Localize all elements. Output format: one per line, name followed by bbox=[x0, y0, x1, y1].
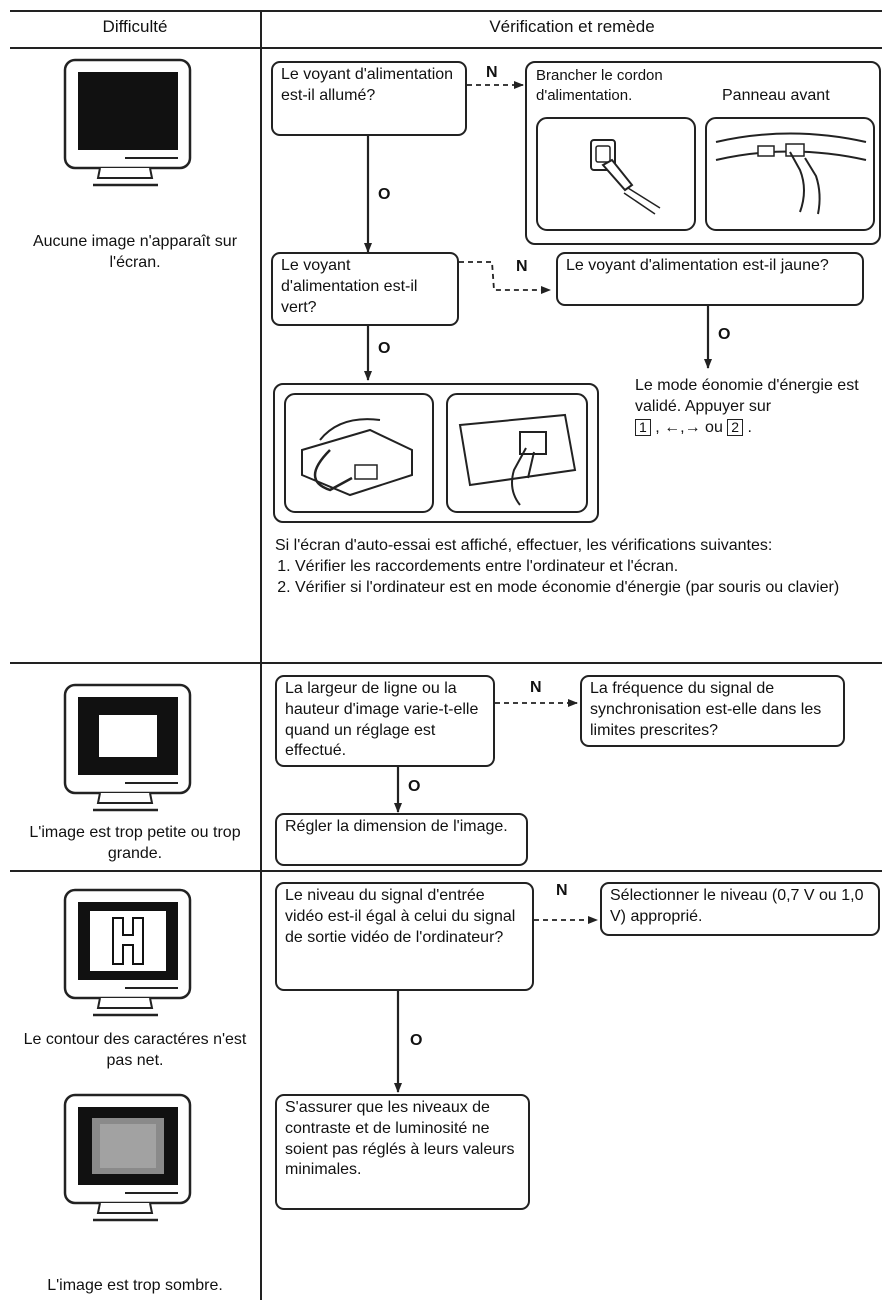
difficulty-image-too-dark: L'image est trop sombre. bbox=[47, 1277, 223, 1294]
action-adjust-image-size: Régler la dimension de l'image. bbox=[275, 813, 528, 866]
flow-label-yes: O bbox=[718, 326, 731, 343]
action-plug-power-cord: Brancher le cordon d'alimentation. bbox=[536, 67, 663, 104]
power-saving-mode-label: Le mode éonomie d'énergie est validé. Ap… bbox=[635, 377, 859, 415]
arrow-keys-icon: ←,→ bbox=[664, 418, 701, 436]
flow-label-no: N bbox=[516, 258, 528, 275]
flow-label-no: N bbox=[486, 64, 498, 81]
front-panel-label: Panneau avant bbox=[722, 87, 830, 104]
key-1-icon: 1 bbox=[635, 418, 651, 436]
self-test-instructions: Si l'écran d'auto-essai est affiché, eff… bbox=[275, 536, 875, 598]
difficulty-image-size: L'image est trop petite ou trop grande. bbox=[29, 824, 241, 862]
or-text: ou bbox=[705, 418, 723, 436]
flow-label-yes: O bbox=[378, 340, 391, 357]
monitor-dark-image-icon bbox=[63, 1093, 192, 1222]
question-video-signal-level: Le niveau du signal d'entrée vidéo est-i… bbox=[275, 882, 534, 991]
flow-label-yes: O bbox=[410, 1032, 423, 1049]
column-header-difficulty: Difficulté bbox=[102, 17, 168, 36]
table-top-rule bbox=[10, 10, 882, 12]
action-check-contrast-brightness: S'assurer que les niveaux de contraste e… bbox=[275, 1094, 530, 1210]
difficulty-blurred-characters: Le contour des caractéres n'est pas net. bbox=[23, 1031, 247, 1069]
question-sync-frequency: La fréquence du signal de synchronisatio… bbox=[580, 675, 845, 747]
check-item-1: Vérifier les raccordements entre l'ordin… bbox=[295, 557, 875, 578]
monitor-blurred-letter-icon bbox=[63, 888, 192, 1017]
action-select-level: Sélectionner le niveau (0,7 V ou 1,0 V) … bbox=[600, 882, 880, 936]
flow-label-yes: O bbox=[378, 186, 391, 203]
monitor-small-image-icon bbox=[63, 683, 192, 812]
table-header-rule bbox=[10, 47, 882, 49]
row-divider-1 bbox=[10, 662, 882, 664]
question-power-led-on: Le voyant d'alimentation est-il allumé? bbox=[271, 61, 467, 136]
check-item-2: Vérifier si l'ordinateur est en mode éco… bbox=[295, 578, 875, 599]
row-divider-2 bbox=[10, 870, 882, 872]
monitor-side-connector-icon bbox=[446, 393, 588, 513]
table-column-divider bbox=[260, 10, 262, 1300]
monitor-rear-cable-icon bbox=[284, 393, 434, 513]
flow-label-yes: O bbox=[408, 778, 421, 795]
front-panel-power-button-icon bbox=[705, 117, 875, 231]
question-power-led-green: Le voyant d'alimentation est-il vert? bbox=[271, 252, 459, 326]
column-header-verification: Vérification et remède bbox=[489, 17, 655, 36]
self-test-intro: Si l'écran d'auto-essai est affiché, eff… bbox=[275, 537, 773, 554]
key-2-icon: 2 bbox=[727, 418, 744, 436]
self-test-checklist: Vérifier les raccordements entre l'ordin… bbox=[275, 557, 875, 599]
power-saving-mode-text: Le mode éonomie d'énergie est validé. Ap… bbox=[635, 377, 859, 436]
wall-outlet-plug-icon bbox=[536, 117, 696, 231]
flow-label-no: N bbox=[556, 882, 568, 899]
difficulty-no-image: Aucune image n'apparaît sur l'écran. bbox=[32, 233, 238, 271]
question-width-varies: La largeur de ligne ou la hauteur d'imag… bbox=[275, 675, 495, 767]
question-power-led-yellow: Le voyant d'alimentation est-il jaune? bbox=[556, 252, 864, 306]
monitor-blank-icon bbox=[63, 58, 192, 187]
flow-label-no: N bbox=[530, 679, 542, 696]
